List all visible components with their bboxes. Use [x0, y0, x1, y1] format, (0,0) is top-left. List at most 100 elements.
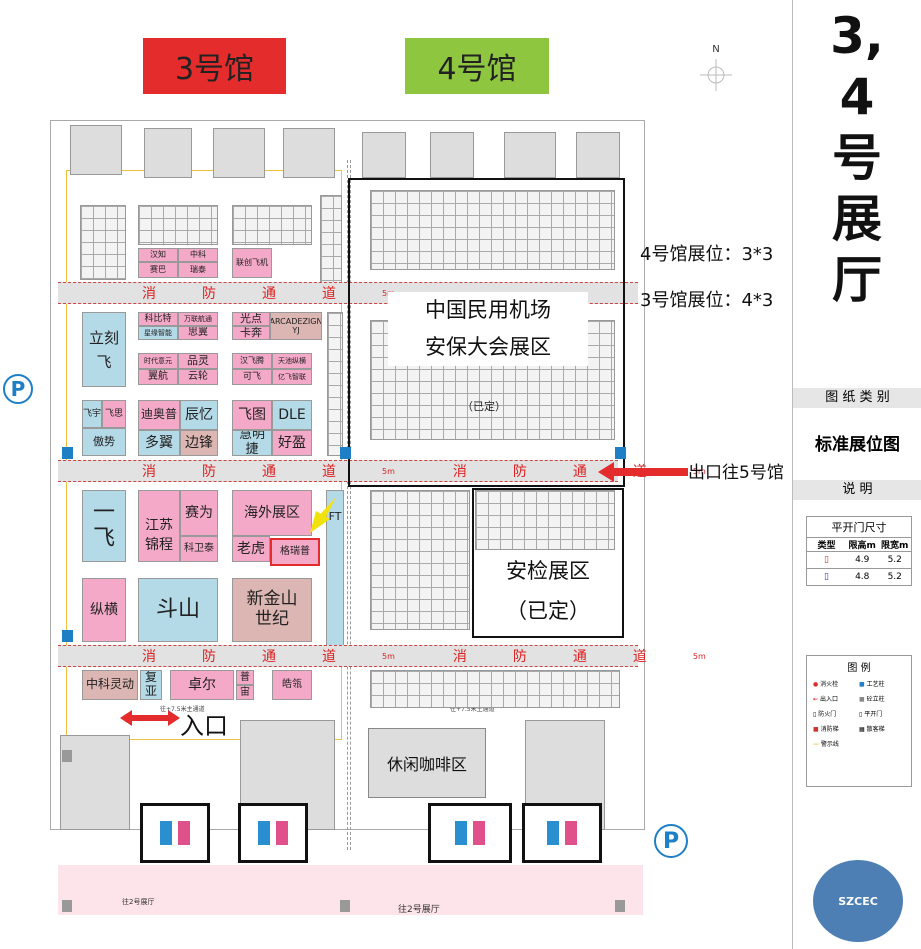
civil-aviation-title: 中国民用机场 安保大会展区 — [388, 292, 588, 366]
drawing-type-label: 图 纸 类 别 — [793, 388, 921, 408]
booth-kaben[interactable]: 卡奔 — [232, 326, 270, 340]
female-icon — [276, 821, 288, 845]
hall4-tag: 4号馆 — [405, 38, 549, 94]
column-icon — [615, 900, 625, 912]
booth-dle[interactable]: DLE — [272, 400, 312, 430]
booth-lianchuang[interactable]: 联创飞机 — [232, 248, 272, 278]
booth-hanzhi[interactable]: 汉知 — [138, 248, 178, 262]
booth-yifei[interactable]: 亿飞智联 — [272, 369, 312, 385]
door-size-table: 平开门尺寸 类型 限高m 限宽m ▯ 4.9 5.2 ▯ 4.8 5.2 — [806, 516, 912, 586]
compass-icon — [700, 59, 732, 91]
booth-haoyu[interactable]: 皓瓴 — [272, 670, 312, 700]
hall3-tag: 3号馆 — [143, 38, 286, 94]
column-icon — [340, 900, 350, 912]
hall4-booth-grid — [370, 190, 615, 270]
booth-feitu[interactable]: 飞图 — [232, 400, 272, 430]
booth-ruitai[interactable]: 瑞泰 — [178, 262, 218, 278]
exit-arrow-icon — [598, 462, 688, 482]
booth-fuya[interactable]: 复亚 — [140, 670, 162, 700]
fire-hydrant-icon — [615, 447, 626, 459]
parking-icon-right[interactable]: P — [654, 824, 688, 858]
exit-label: 出口往5号馆 — [688, 463, 784, 483]
booth-wanlian[interactable]: 万联航通 — [178, 312, 218, 326]
booth-huiming[interactable]: 慧明捷 — [232, 430, 272, 456]
booth-xingchen[interactable]: 星缘智能 — [138, 326, 178, 340]
fire-hydrant-icon — [62, 447, 73, 459]
booth-yunlun[interactable]: 云轮 — [178, 369, 218, 385]
wall-block — [504, 132, 556, 178]
booth-arcadezign[interactable]: ARCADEZIGN YJ — [270, 312, 322, 340]
sidebar: 3, 4 号 展 厅 图 纸 类 别 标准展位图 说 明 平开门尺寸 类型 限高… — [792, 0, 921, 949]
booth-fesi[interactable]: 飞思 — [102, 400, 126, 428]
cafe-area[interactable]: 休闲咖啡区 — [368, 728, 486, 798]
booth-siyi[interactable]: 思翼 — [178, 326, 218, 340]
booth-pu[interactable]: 普 — [236, 670, 254, 685]
booth-grid — [327, 312, 343, 456]
hall4-booth-grid — [370, 490, 470, 630]
booth-lifeifly[interactable]: 立刻飞 — [82, 312, 126, 387]
parking-icon-left[interactable]: P — [3, 374, 33, 404]
booth-laohu[interactable]: 老虎 — [232, 536, 270, 562]
booth-zongheng[interactable]: 纵横 — [82, 578, 126, 642]
wall-block — [213, 128, 265, 178]
compass: N — [698, 44, 734, 96]
hall4-booth-grid — [370, 670, 620, 708]
booth-haoying[interactable]: 好盈 — [272, 430, 312, 456]
booth-bianfeng[interactable]: 边锋 — [180, 430, 218, 456]
door-size-title: 平开门尺寸 — [807, 517, 911, 538]
hall3-booth-spec: 3号馆展位：4*3 — [640, 290, 774, 311]
booth-jincheng[interactable]: 锦程 — [138, 530, 180, 562]
entrance-label: 入口 — [180, 712, 228, 740]
booth-saiba[interactable]: 赛巴 — [138, 262, 178, 278]
male-icon — [258, 821, 270, 845]
highlight-arrow-icon — [310, 497, 336, 533]
male-icon — [547, 821, 559, 845]
booth-chenyi[interactable]: 辰忆 — [180, 400, 218, 430]
logo: SZCEC — [813, 860, 903, 942]
sidebar-title: 3, 4 号 展 厅 — [830, 7, 884, 309]
booth-duoyi[interactable]: 多翼 — [138, 430, 180, 456]
booth-feiyu[interactable]: 飞宇 — [82, 400, 102, 428]
north-label: N — [712, 44, 720, 55]
booth-zhuoer[interactable]: 卓尔 — [170, 670, 234, 700]
booth-diaopu[interactable]: 迪奥普 — [138, 400, 180, 430]
restroom-1[interactable] — [140, 803, 210, 863]
booth-xinjinshan[interactable]: 新金山世纪 — [232, 578, 312, 642]
booth-hanfei[interactable]: 汉飞腾 — [232, 353, 272, 369]
booth-saiwei[interactable]: 赛为 — [180, 490, 218, 536]
restroom-3[interactable] — [428, 803, 512, 863]
booth-yifei2[interactable]: 一飞 — [82, 490, 126, 562]
security-zone-title: 安检展区 （已定） — [498, 552, 598, 632]
civil-aviation-zone[interactable] — [348, 178, 625, 487]
booth-keweitai[interactable]: 科卫泰 — [180, 536, 218, 562]
column-icon — [62, 900, 72, 912]
booth-grid — [320, 195, 342, 285]
female-icon — [473, 821, 485, 845]
restroom-2[interactable] — [238, 803, 308, 863]
booth-aoshi[interactable]: 傲势 — [82, 428, 126, 456]
booth-tianchi[interactable]: 天池纵横 — [272, 353, 312, 369]
wall-block — [362, 132, 406, 178]
booth-yijiang[interactable]: 翼航 — [138, 369, 178, 385]
booth-shidai[interactable]: 时代意元 — [138, 353, 178, 369]
booth-doushan[interactable]: 斗山 — [138, 578, 218, 642]
booth-grid — [80, 205, 126, 280]
booth-haiwai[interactable]: 海外展区 — [232, 490, 312, 536]
booth-kefei[interactable]: 可飞 — [232, 369, 272, 385]
security-zone[interactable] — [472, 488, 624, 638]
booth-guangdian[interactable]: 光点 — [232, 312, 270, 326]
legend: 图 例 ● 消火栓 ■ 工艺柱 ← 出入口 ■ 砼立柱 ▯ 防火门 ▯ 平开门 … — [806, 655, 912, 787]
wall-block — [430, 132, 474, 178]
booth-gepuji[interactable]: 格瑞普 — [270, 538, 320, 566]
booth-grid — [138, 205, 218, 245]
booth-pinling[interactable]: 品灵 — [178, 353, 218, 369]
booth-zhongke[interactable]: 中科 — [178, 248, 218, 262]
entrance-arrow-icon — [120, 710, 180, 726]
civil-aviation-status: （已定） — [462, 400, 506, 413]
restroom-4[interactable] — [522, 803, 602, 863]
booth-kebite[interactable]: 科比特 — [138, 312, 178, 326]
booth-zklingdong[interactable]: 中科灵动 — [82, 670, 138, 700]
booth-zhou[interactable]: 宙 — [236, 685, 254, 700]
lower-plaza — [58, 865, 643, 915]
